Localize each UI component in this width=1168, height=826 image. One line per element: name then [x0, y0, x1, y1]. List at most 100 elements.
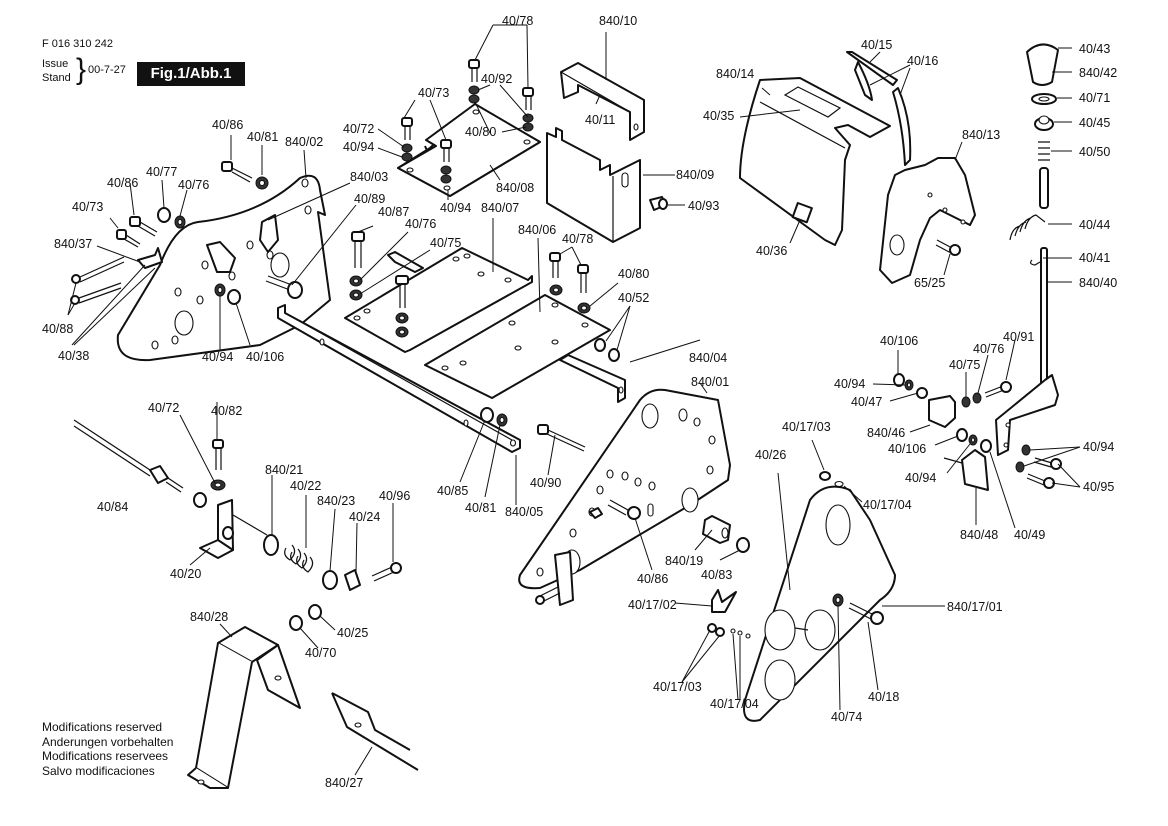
callout-label[interactable]: 840/48 — [960, 528, 999, 542]
callout-label[interactable]: 40/83 — [701, 568, 733, 582]
callout-label[interactable]: 40/70 — [305, 646, 337, 660]
callout-label[interactable]: 40/87 — [378, 205, 410, 219]
callout-label[interactable]: 40/35 — [703, 109, 735, 123]
callout-label[interactable]: 840/28 — [190, 610, 229, 624]
callout-label[interactable]: 840/10 — [599, 14, 638, 28]
callout-label[interactable]: 40/73 — [72, 200, 104, 214]
callout-label[interactable]: 40/75 — [430, 236, 462, 250]
callout-label[interactable]: 40/78 — [502, 14, 534, 28]
callout-label[interactable]: 40/25 — [337, 626, 369, 640]
callout-label[interactable]: 40/18 — [868, 690, 900, 704]
callout-label[interactable]: 40/17/02 — [628, 598, 677, 612]
callout-label[interactable]: 40/74 — [831, 710, 863, 724]
callout-label[interactable]: 40/49 — [1014, 528, 1046, 542]
callout-label[interactable]: 40/77 — [146, 165, 178, 179]
callout-label[interactable]: 40/94 — [1083, 440, 1115, 454]
callout-label[interactable]: 40/43 — [1079, 42, 1111, 56]
callout-label[interactable]: 840/23 — [317, 494, 356, 508]
note-line: Modifications reserved — [42, 720, 163, 734]
callout-label[interactable]: 40/73 — [418, 86, 450, 100]
callout-label[interactable]: 840/05 — [505, 505, 544, 519]
plate-840-08 — [397, 59, 541, 197]
callout-label[interactable]: 840/13 — [962, 128, 1001, 142]
callout-label[interactable]: 40/76 — [405, 217, 437, 231]
callout-label[interactable]: 840/40 — [1079, 276, 1118, 290]
callout-label[interactable]: 40/45 — [1079, 116, 1111, 130]
callout-label[interactable]: 40/16 — [907, 54, 939, 68]
callout-label[interactable]: 840/08 — [496, 181, 535, 195]
callout-label[interactable]: 40/72 — [148, 401, 180, 415]
callout-label[interactable]: 840/27 — [325, 776, 364, 790]
callout-label[interactable]: 40/92 — [481, 72, 513, 86]
modification-notes: Modifications reserved Anderungen vorbeh… — [42, 720, 173, 778]
callout-label[interactable]: 840/02 — [285, 135, 324, 149]
callout-label[interactable]: 40/20 — [170, 567, 202, 581]
callout-label[interactable]: 40/86 — [107, 176, 139, 190]
callout-label[interactable]: 40/72 — [343, 122, 375, 136]
callout-label[interactable]: 40/80 — [618, 267, 650, 281]
callout-label[interactable]: 840/03 — [350, 170, 389, 184]
side-plate-840-13 — [879, 157, 976, 284]
callout-label[interactable]: 40/78 — [562, 232, 594, 246]
callout-label[interactable]: 40/38 — [58, 349, 90, 363]
callout-label[interactable]: 40/88 — [42, 322, 74, 336]
callout-label[interactable]: 40/94 — [343, 140, 375, 154]
callout-label[interactable]: 840/04 — [689, 351, 728, 365]
callout-label[interactable]: 840/19 — [665, 554, 704, 568]
callout-label[interactable]: 40/36 — [756, 244, 788, 258]
callout-label[interactable]: 40/93 — [688, 199, 720, 213]
callout-label[interactable]: 40/26 — [755, 448, 787, 462]
callout-label[interactable]: 40/17/03 — [653, 680, 702, 694]
callout-label[interactable]: 40/52 — [618, 291, 650, 305]
callout-label[interactable]: 840/37 — [54, 237, 93, 251]
callout-label[interactable]: 65/25 — [914, 276, 946, 290]
callout-label[interactable]: 40/84 — [97, 500, 129, 514]
callout-label[interactable]: 840/09 — [676, 168, 715, 182]
left-plate-fasteners — [70, 161, 303, 305]
callout-label[interactable]: 40/41 — [1079, 251, 1111, 265]
callout-label[interactable]: 840/17/01 — [947, 600, 1003, 614]
callout-label[interactable]: 40/106 — [888, 442, 927, 456]
callout-label[interactable]: 40/22 — [290, 479, 322, 493]
callout-label[interactable]: 40/94 — [440, 201, 472, 215]
callout-label[interactable]: 40/95 — [1083, 480, 1115, 494]
callout-label[interactable]: 40/76 — [973, 342, 1005, 356]
callout-label[interactable]: 40/81 — [247, 130, 279, 144]
callout-label[interactable]: 840/14 — [716, 67, 755, 81]
callout-label[interactable]: 40/24 — [349, 510, 381, 524]
stand-label: Stand — [42, 72, 71, 84]
note-line: Modifications reservees — [42, 749, 169, 763]
callout-label[interactable]: 40/75 — [949, 358, 981, 372]
callout-label[interactable]: 40/94 — [202, 350, 234, 364]
callout-label[interactable]: 40/44 — [1079, 218, 1111, 232]
callout-label[interactable]: 40/86 — [637, 572, 669, 586]
callout-label[interactable]: 40/94 — [834, 377, 866, 391]
callout-label[interactable]: 840/06 — [518, 223, 557, 237]
callout-label[interactable]: 40/50 — [1079, 145, 1111, 159]
callout-label[interactable]: 40/91 — [1003, 330, 1035, 344]
callout-label[interactable]: 40/17/03 — [782, 420, 831, 434]
callout-label[interactable]: 40/86 — [212, 118, 244, 132]
callout-label[interactable]: 40/80 — [465, 125, 497, 139]
callout-label[interactable]: 40/15 — [861, 38, 893, 52]
callout-label[interactable]: 40/89 — [354, 192, 386, 206]
callout-label[interactable]: 840/01 — [691, 375, 730, 389]
callout-label[interactable]: 40/76 — [178, 178, 210, 192]
callout-label[interactable]: 840/07 — [481, 201, 520, 215]
callout-label[interactable]: 40/71 — [1079, 91, 1111, 105]
callout-label[interactable]: 40/90 — [530, 476, 562, 490]
callout-label[interactable]: 40/17/04 — [710, 697, 759, 711]
callout-label[interactable]: 40/17/04 — [863, 498, 912, 512]
callout-label[interactable]: 840/46 — [867, 426, 906, 440]
callout-label[interactable]: 40/82 — [211, 404, 243, 418]
callout-label[interactable]: 840/21 — [265, 463, 304, 477]
callout-label[interactable]: 40/47 — [851, 395, 883, 409]
callout-label[interactable]: 840/42 — [1079, 66, 1118, 80]
callout-label[interactable]: 40/85 — [437, 484, 469, 498]
callout-label[interactable]: 40/96 — [379, 489, 411, 503]
callout-label[interactable]: 40/11 — [585, 113, 616, 127]
callout-label[interactable]: 40/106 — [880, 334, 919, 348]
callout-label[interactable]: 40/106 — [246, 350, 285, 364]
callout-label[interactable]: 40/81 — [465, 501, 497, 515]
callout-label[interactable]: 40/94 — [905, 471, 937, 485]
